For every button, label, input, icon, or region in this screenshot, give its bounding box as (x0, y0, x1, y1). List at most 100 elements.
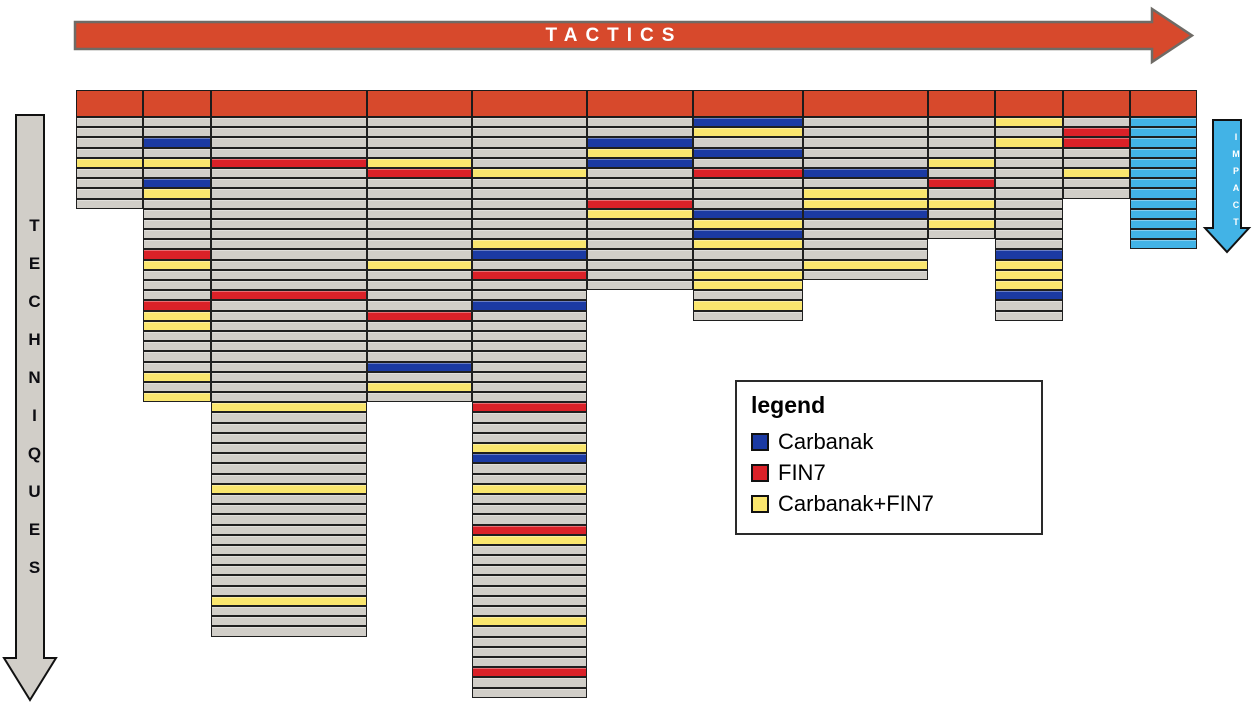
technique-cell-gray (995, 167, 1063, 179)
tactic-header-cell (693, 90, 803, 117)
technique-cell-gray (472, 127, 587, 138)
technique-cell-blue (143, 178, 211, 189)
technique-cell-lightblue (1130, 127, 1197, 138)
technique-cell-lightblue (1130, 229, 1197, 240)
technique-cell-gray (472, 473, 587, 484)
technique-cell-gray (211, 127, 367, 138)
technique-cell-gray (211, 147, 367, 158)
technique-cell-gray (211, 117, 367, 128)
technique-cell-gray (367, 290, 472, 301)
technique-cell-gray (472, 259, 587, 270)
technique-cell-gray (367, 392, 472, 403)
technique-cell-gray (143, 218, 211, 230)
technique-cell-gray (472, 646, 587, 657)
technique-cell-lightblue (1130, 188, 1197, 199)
technique-cell-gray (995, 208, 1063, 219)
legend-title: legend (751, 392, 826, 418)
technique-cell-blue (693, 229, 803, 240)
technique-cell-gray (211, 351, 367, 362)
technique-cell-red (587, 198, 693, 209)
technique-cell-gray (367, 178, 472, 189)
tactic-column-11 (1063, 90, 1130, 199)
technique-cell-gray (995, 188, 1063, 199)
technique-cell-gray (472, 208, 587, 219)
legend-item-2: Carbanak+FIN7 (751, 493, 1027, 515)
technique-cell-lightblue (1130, 198, 1197, 209)
technique-cell-gray (211, 555, 367, 566)
technique-cell-gray (211, 392, 367, 403)
technique-cell-gray (211, 575, 367, 586)
technique-cell-gray (472, 463, 587, 474)
technique-cell-gray (587, 280, 693, 291)
technique-cell-red (211, 157, 367, 168)
technique-cell-gray (367, 320, 472, 331)
technique-cell-gray (587, 167, 693, 179)
technique-cell-gray (587, 269, 693, 280)
technique-cell-gray (587, 229, 693, 240)
technique-cell-red (143, 249, 211, 260)
technique-cell-gray (693, 259, 803, 270)
technique-cell-gray (472, 188, 587, 199)
technique-cell-lightblue (1130, 178, 1197, 189)
technique-cell-gray (367, 208, 472, 219)
technique-cell-lightblue (1130, 167, 1197, 179)
technique-cell-gray (803, 269, 928, 280)
technique-cell-gray (803, 218, 928, 230)
technique-cell-gray (1063, 188, 1130, 199)
technique-cell-gray (211, 330, 367, 342)
technique-cell-gray (143, 208, 211, 219)
technique-cell-gray (367, 127, 472, 138)
technique-cell-gray (472, 432, 587, 443)
technique-cell-red (472, 269, 587, 280)
technique-cell-gray (472, 626, 587, 637)
technique-cell-gray (367, 269, 472, 280)
technique-cell-gray (76, 198, 143, 209)
technique-cell-gray (803, 239, 928, 250)
techniques-label: TECHNIQUES (25, 216, 44, 596)
technique-cell-yellow (143, 188, 211, 199)
technique-cell-gray (995, 300, 1063, 311)
tactic-column-12 (1130, 90, 1197, 250)
technique-cell-blue (803, 167, 928, 179)
technique-cell-yellow (143, 259, 211, 270)
technique-cell-red (211, 290, 367, 301)
technique-cell-gray (472, 555, 587, 566)
technique-cell-gray (143, 229, 211, 240)
impact-label: IMPACT (1231, 132, 1241, 234)
technique-cell-gray (472, 229, 587, 240)
technique-cell-gray (472, 290, 587, 301)
technique-cell-gray (995, 310, 1063, 321)
technique-cell-gray (211, 178, 367, 189)
technique-cell-gray (367, 330, 472, 342)
technique-cell-gray (472, 310, 587, 321)
technique-cell-gray (211, 524, 367, 535)
technique-cell-gray (472, 198, 587, 209)
technique-cell-gray (211, 422, 367, 433)
technique-cell-gray (693, 157, 803, 168)
technique-cell-gray (143, 167, 211, 179)
technique-cell-yellow (211, 483, 367, 494)
technique-cell-yellow (367, 157, 472, 168)
technique-cell-gray (472, 565, 587, 576)
technique-cell-gray (76, 167, 143, 179)
technique-cell-gray (803, 157, 928, 168)
technique-cell-gray (995, 178, 1063, 189)
tactic-header-cell (587, 90, 693, 117)
technique-cell-gray (995, 239, 1063, 250)
technique-cell-gray (367, 341, 472, 352)
technique-cell-gray (211, 381, 367, 393)
technique-cell-blue (587, 137, 693, 148)
technique-cell-gray (211, 412, 367, 423)
technique-cell-yellow (211, 595, 367, 606)
legend-swatch-red (751, 464, 769, 482)
technique-cell-gray (143, 351, 211, 362)
technique-cell-red (472, 524, 587, 535)
technique-cell-yellow (211, 402, 367, 413)
technique-cell-yellow (995, 280, 1063, 291)
technique-cell-gray (211, 493, 367, 505)
technique-cell-red (472, 402, 587, 413)
technique-cell-yellow (995, 259, 1063, 270)
